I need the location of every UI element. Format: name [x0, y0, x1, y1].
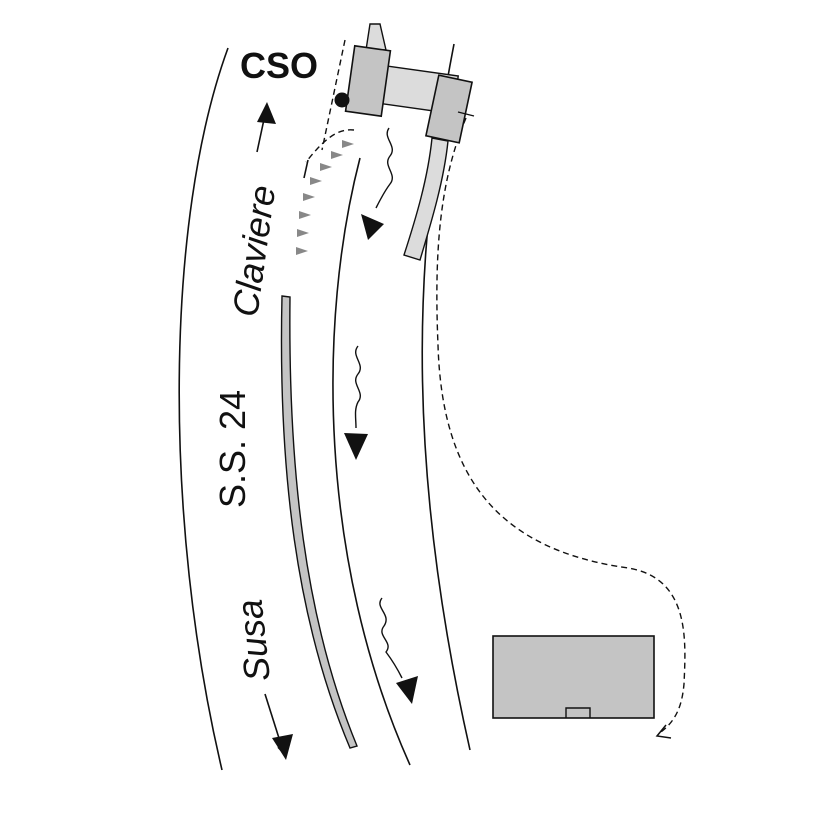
flow-arrow-3 [379, 597, 403, 679]
chevron-mark [296, 247, 308, 255]
left-post [365, 23, 387, 51]
chevron-mark [297, 229, 309, 237]
building [492, 635, 655, 719]
road-label: S.S. 24 [212, 390, 253, 508]
left-pier [344, 44, 392, 118]
road-outer-edge [178, 47, 229, 771]
building-entrance [565, 707, 591, 718]
chevron-mark [331, 151, 343, 159]
lane-line-left-top [303, 159, 309, 179]
dashed-line-left [321, 39, 346, 151]
chevron-mark [320, 163, 332, 171]
chevron-mark [299, 211, 311, 219]
chevron-mark [342, 140, 354, 148]
chevron-mark [310, 177, 322, 185]
dashed-route-arrowhead [655, 724, 672, 739]
flow-arrow-2 [354, 345, 361, 429]
dashed-route-right [436, 117, 686, 735]
cso-dot-marker [334, 92, 350, 108]
chevron-markings [296, 140, 354, 255]
left-barrier [280, 295, 358, 749]
claviere-label: Claviere [224, 183, 283, 319]
chevron-mark [303, 193, 315, 201]
cso-label: CSO [240, 45, 318, 86]
dashed-curve-top [305, 129, 355, 163]
arrowhead-up [257, 102, 276, 124]
flow-arrowhead-2 [344, 433, 368, 460]
flow-arrow-1 [375, 127, 393, 209]
flow-arrowhead-1 [361, 214, 384, 240]
susa-label: Susa [229, 598, 278, 684]
right-barrier-top-edge [457, 111, 475, 117]
flow-arrowhead-3 [396, 676, 418, 704]
lane-line-middle [332, 157, 411, 766]
right-barrier [403, 137, 449, 261]
cso-structure [334, 23, 475, 261]
arrowhead-down [272, 734, 293, 760]
